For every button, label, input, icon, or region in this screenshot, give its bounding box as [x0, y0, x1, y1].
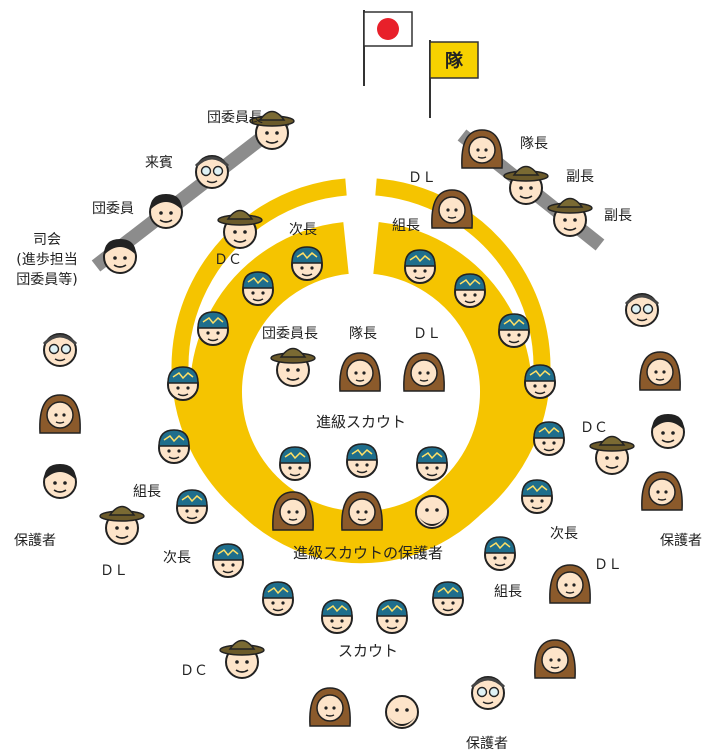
dl-right-face — [549, 564, 591, 604]
label-kumicho-top: 組長 — [392, 218, 420, 234]
hinomaru — [377, 18, 399, 40]
dc-bottom-face — [219, 639, 265, 679]
label-shinkyu-scout: 進級スカウト — [316, 413, 406, 431]
label-shikai-sub2: 団委員等) — [16, 271, 77, 288]
parent-bottom-3 — [470, 675, 506, 711]
shinkyu-parent-2 — [341, 491, 383, 531]
label-shikai: 司会 — [33, 232, 61, 248]
troop-flag-label: 隊 — [445, 50, 464, 72]
label-center-dl: ＤＬ — [413, 326, 441, 342]
shinkyu-scout-1 — [279, 446, 311, 481]
dc-right-face — [589, 435, 635, 475]
parent-bottom-4 — [534, 639, 576, 679]
label-hogosha-bottom: 保護者 — [466, 736, 508, 752]
label-kumicho-right: 組長 — [494, 584, 522, 600]
label-scout: スカウト — [338, 642, 398, 660]
parent-right-3 — [651, 413, 685, 449]
dantaiin-face — [149, 193, 183, 229]
label-dc-top: ＤＣ — [214, 252, 242, 268]
label-fukucho-1: 副長 — [566, 169, 594, 185]
label-shinkyu-hogosha: 進級スカウトの保護者 — [293, 544, 443, 562]
label-shikai-sub1: (進歩担当 — [16, 252, 77, 268]
label-jicho-right: 次長 — [550, 526, 578, 542]
label-dc-right: ＤＣ — [580, 420, 608, 436]
label-jicho-left: 次長 — [163, 550, 191, 566]
parent-left-2 — [39, 394, 81, 434]
label-dantaiin: 団委員 — [92, 201, 134, 217]
label-dl-left: ＤＬ — [100, 563, 128, 579]
label-center-taicho: 隊長 — [349, 326, 377, 342]
label-center-dantaiincho: 団委員長 — [262, 326, 318, 342]
parent-right-4 — [641, 471, 683, 511]
shinkyu-parent-3 — [415, 495, 449, 529]
parent-left-1 — [42, 332, 78, 368]
troop-flag: 隊 — [429, 40, 479, 118]
dl-left-face — [99, 505, 145, 545]
label-jicho-top: 次長 — [289, 222, 317, 238]
taicho-face — [461, 129, 503, 169]
parent-right-1 — [624, 292, 660, 328]
center-taicho-face — [339, 352, 381, 392]
label-dc-bottom: ＤＣ — [180, 663, 208, 679]
parent-right-2 — [639, 351, 681, 391]
shikai-face — [103, 238, 137, 274]
parent-left-3 — [43, 463, 77, 499]
shinkyu-parent-1 — [272, 491, 314, 531]
label-taicho: 隊長 — [520, 136, 548, 152]
label-raihin: 来賓 — [145, 154, 173, 171]
inner-ring — [190, 222, 532, 564]
shinkyu-scout-2 — [346, 443, 378, 478]
label-dantaiincho: 団委員長 — [207, 110, 263, 126]
label-dl-top: ＤＬ — [408, 170, 436, 186]
shinkyu-scout-3 — [416, 446, 448, 481]
raihin-face — [194, 154, 230, 190]
center-dantaiincho-face — [270, 347, 316, 387]
national-flag — [363, 10, 413, 86]
dl-top-face — [431, 189, 473, 229]
label-kumicho-left: 組長 — [133, 484, 161, 500]
parent-bottom-2 — [385, 695, 419, 729]
label-fukucho-2: 副長 — [604, 208, 632, 224]
label-hogosha-right: 保護者 — [660, 533, 702, 549]
center-dl-face — [403, 352, 445, 392]
label-hogosha-left: 保護者 — [14, 533, 56, 549]
parent-bottom-1 — [309, 687, 351, 727]
label-dl-right: ＤＬ — [594, 557, 622, 573]
